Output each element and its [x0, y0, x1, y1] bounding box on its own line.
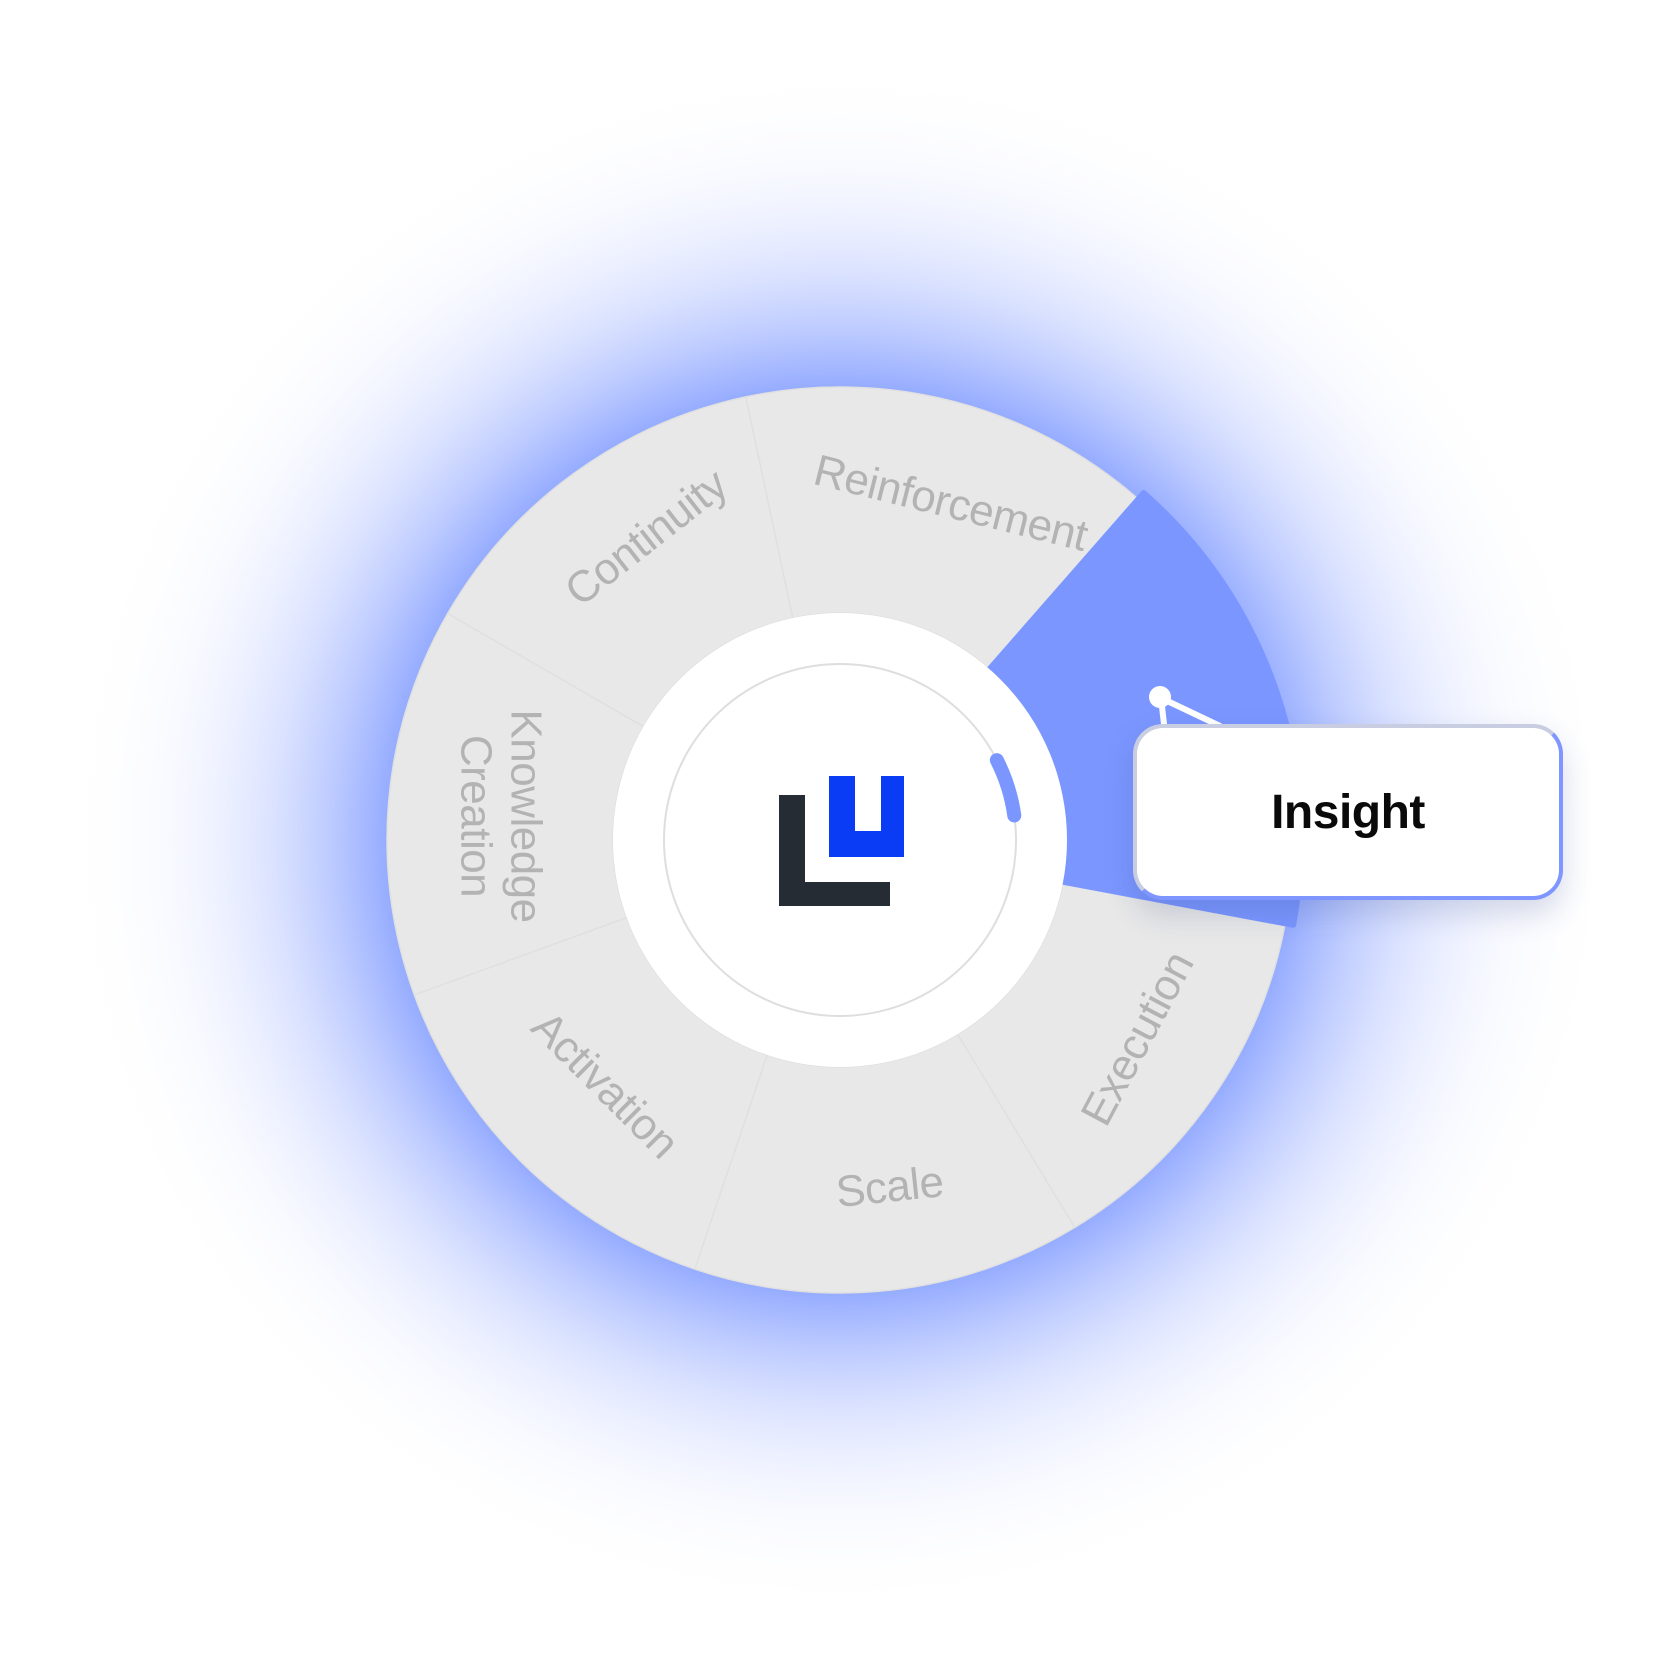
active-segment-callout[interactable]: Insight [1133, 724, 1563, 900]
callout-connector [1149, 686, 1223, 729]
connector-dot [1149, 686, 1171, 708]
segment-label-knowledge-line1: Knowledge [501, 709, 550, 922]
callout-label: Insight [1271, 785, 1425, 839]
brand-logo-icon [779, 776, 904, 906]
segment-label-knowledge-creation[interactable]: Knowledge Creation [451, 709, 550, 922]
logo-dark-l-shape [779, 795, 890, 906]
segment-label-scale[interactable]: Scale [834, 1157, 946, 1217]
segment-label-knowledge-line2: Creation [451, 735, 500, 897]
center-inner-ring [663, 663, 1017, 1017]
logo-blue-u-shape [829, 776, 904, 857]
progress-arc [989, 753, 1022, 823]
